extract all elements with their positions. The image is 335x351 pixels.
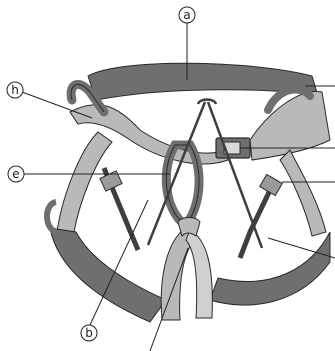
leg-buckle-right — [260, 174, 283, 195]
callout-line-h — [22, 92, 92, 118]
callout-e-label: e — [12, 167, 19, 181]
leg-loop-right-upper — [280, 150, 326, 236]
callout-a: a — [179, 7, 195, 23]
callout-a-label: a — [183, 8, 190, 22]
leg-strap-right — [240, 186, 272, 258]
central-strap-right-light — [186, 230, 212, 318]
callout-b-label: b — [85, 326, 93, 340]
callout-h: h — [7, 82, 23, 98]
gear-loop-side — [47, 202, 56, 232]
rear-riser-top — [198, 100, 216, 105]
callout-h-label: h — [11, 83, 19, 97]
callout-e: e — [8, 166, 24, 182]
leg-loop-right — [210, 232, 330, 305]
belay-loop-connector — [178, 218, 200, 237]
callout-b: b — [81, 325, 97, 341]
